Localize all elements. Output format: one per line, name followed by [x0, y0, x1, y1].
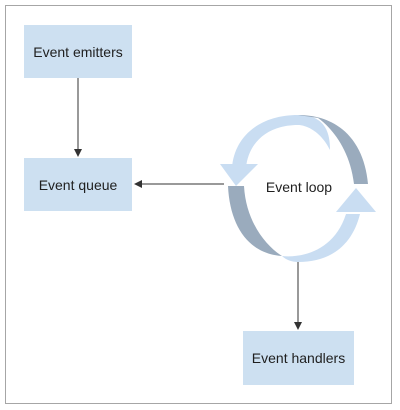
node-event-emitters-label: Event emitters — [33, 43, 123, 60]
node-event-handlers: Event handlers — [243, 331, 354, 385]
loop-arc-left-dark — [228, 186, 282, 256]
node-event-handlers-label: Event handlers — [251, 350, 346, 366]
loop-arc-top-light — [232, 115, 330, 168]
loop-arc-right-dark — [298, 115, 368, 184]
node-event-queue-label: Event queue — [38, 176, 118, 193]
node-event-emitters: Event emitters — [24, 25, 132, 78]
loop-arrowhead-right — [336, 188, 376, 212]
loop-arrowhead-left — [220, 164, 258, 186]
node-event-loop-label: Event loop — [266, 179, 332, 195]
loop-arc-bottom-light — [282, 214, 360, 262]
event-loop-cycle-icon — [220, 115, 376, 262]
node-event-queue: Event queue — [24, 158, 132, 211]
